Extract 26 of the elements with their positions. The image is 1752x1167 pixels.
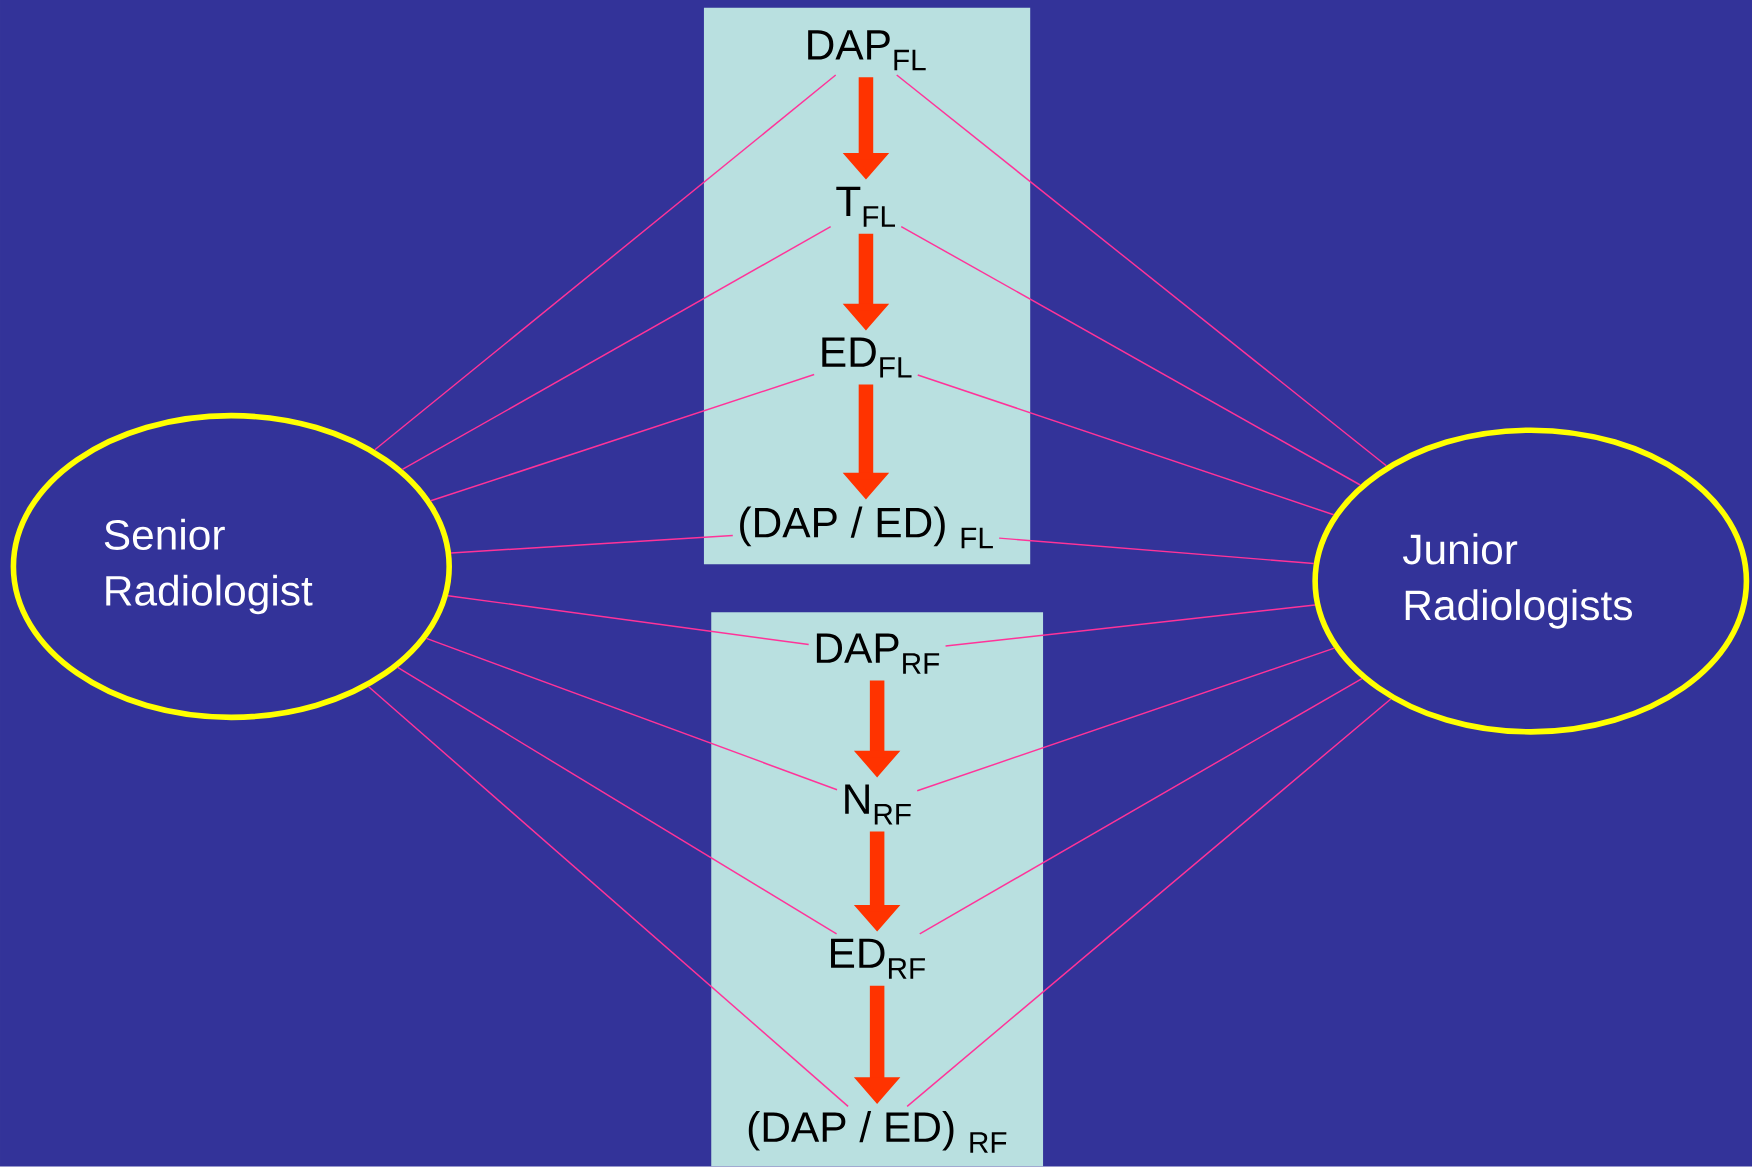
quantity-label: DAP$_{FL}$ — [808, 30, 926, 71]
connector-line — [367, 686, 849, 1108]
connector-line — [374, 74, 837, 451]
quantity-label: ED$_{RF}$ — [831, 938, 925, 979]
panel — [711, 612, 1044, 1167]
connector-line — [998, 537, 1315, 565]
connector-line — [916, 647, 1336, 792]
quantity-label: (DAP / ED) $_{FL}$ — [740, 506, 993, 549]
connector-line — [896, 74, 1388, 467]
connector-line — [906, 698, 1392, 1108]
panel — [703, 8, 1031, 565]
quantity-label: DAP$_{RF}$ — [816, 633, 940, 674]
quantity-label: (DAP / ED) $_{RF}$ — [748, 1111, 1007, 1153]
connector-line — [944, 604, 1316, 648]
quantity-label: T$_{FL}$ — [836, 186, 895, 227]
quantity-label: ED$_{FL}$ — [822, 337, 912, 378]
quantity-label: N$_{RF}$ — [845, 784, 911, 825]
connector-line — [919, 678, 1363, 935]
connector-line — [396, 667, 838, 935]
connector-line — [430, 374, 815, 502]
connector-line — [917, 374, 1335, 516]
connector-line — [401, 226, 832, 471]
connector-line — [447, 595, 810, 646]
connector-line — [900, 226, 1361, 486]
connector-line — [425, 637, 838, 791]
connector-line — [450, 535, 734, 554]
